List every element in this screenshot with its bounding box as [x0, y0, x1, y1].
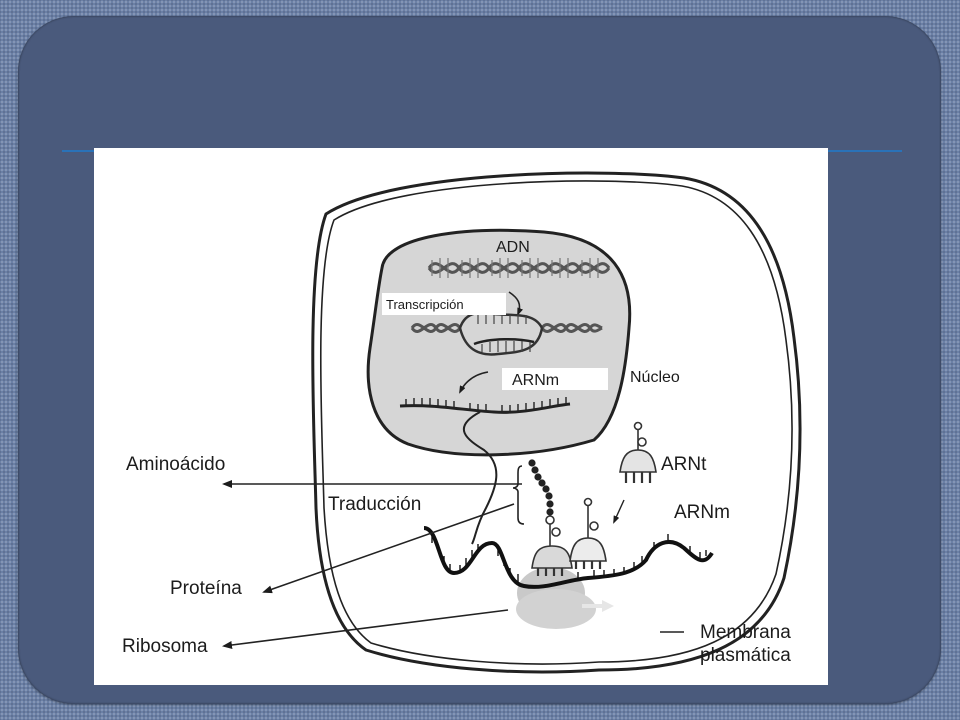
label-plasma-membrane-line1: Membrana	[700, 622, 791, 643]
nuclear-mrna-strand	[399, 397, 571, 414]
cytoplasmic-mrna-strand	[423, 526, 714, 589]
label-adn: ADN	[496, 239, 530, 256]
label-nucleus: Núcleo	[630, 369, 680, 386]
mrna-release-arrow	[459, 371, 489, 394]
mrna-export-strand	[463, 411, 498, 545]
label-trna: ARNt	[661, 454, 707, 475]
protein-leader-arrow	[262, 503, 515, 594]
label-plasma-membrane-line2: plasmática	[700, 645, 791, 666]
dna-transcription-bubble	[410, 311, 603, 356]
cell-membrane	[311, 171, 802, 674]
protein-synthesis-diagram: ADN Transcripción ARNm Núcleo ARNt ARNm …	[94, 148, 828, 685]
trna-delivery-arrow	[613, 499, 625, 524]
nuclear-mrna-label-box	[502, 368, 608, 390]
label-mrna-nucleus: ARNm	[512, 372, 559, 389]
label-mrna-cytoplasm: ARNm	[674, 502, 730, 523]
polypeptide-chain	[528, 459, 554, 516]
label-transcription: Transcripción	[386, 297, 464, 312]
label-ribosome: Ribosoma	[122, 636, 208, 657]
transcription-label-box	[382, 293, 506, 315]
translation-bracket	[512, 465, 525, 525]
trna-on-ribosome-right	[569, 497, 607, 569]
nucleus	[366, 228, 632, 457]
label-aminoacid: Aminoácido	[126, 454, 225, 475]
free-trna	[619, 421, 657, 483]
ribosome-leader-arrow	[222, 609, 509, 649]
transcription-arrow	[508, 291, 524, 316]
label-translation: Traducción	[328, 494, 421, 515]
trna-on-ribosome-left	[531, 515, 573, 576]
dna-double-helix	[427, 258, 611, 278]
label-protein: Proteína	[170, 578, 242, 599]
